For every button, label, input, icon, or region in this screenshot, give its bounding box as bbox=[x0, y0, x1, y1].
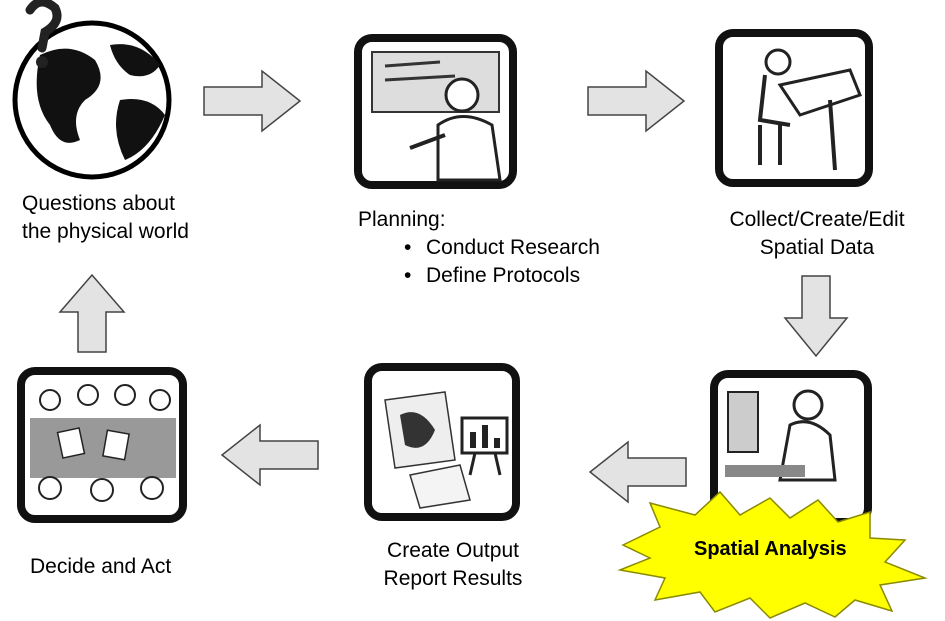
spatial-analysis-burst bbox=[617, 490, 928, 619]
label-collect: Collect/Create/Edit Spatial Data bbox=[729, 208, 905, 259]
label-decide: Decide and Act bbox=[30, 555, 172, 578]
presenter-icon bbox=[354, 34, 517, 189]
label-questions: Questions about the physical world bbox=[22, 192, 189, 243]
arrow-up bbox=[58, 273, 126, 353]
meeting-icon bbox=[17, 367, 187, 523]
arrow-down bbox=[783, 275, 849, 358]
arrow-left-1 bbox=[589, 441, 687, 503]
map-report-icon bbox=[364, 363, 520, 521]
arrow-right-2 bbox=[587, 70, 685, 132]
drafting-icon bbox=[715, 29, 873, 187]
computer-user-icon bbox=[710, 370, 872, 526]
planning-bullets: Conduct Research Define Protocols bbox=[404, 234, 600, 290]
label-planning: Planning: Conduct Research Define Protoc… bbox=[358, 206, 600, 290]
arrow-left-2 bbox=[221, 424, 319, 486]
planning-bullet: Define Protocols bbox=[404, 262, 600, 290]
globe-question-icon bbox=[12, 0, 172, 180]
label-output: Create Output Report Results bbox=[383, 539, 523, 590]
planning-bullet: Conduct Research bbox=[404, 234, 600, 262]
arrow-right-1 bbox=[203, 70, 301, 132]
label-spatial-analysis: Spatial Analysis bbox=[694, 538, 847, 560]
